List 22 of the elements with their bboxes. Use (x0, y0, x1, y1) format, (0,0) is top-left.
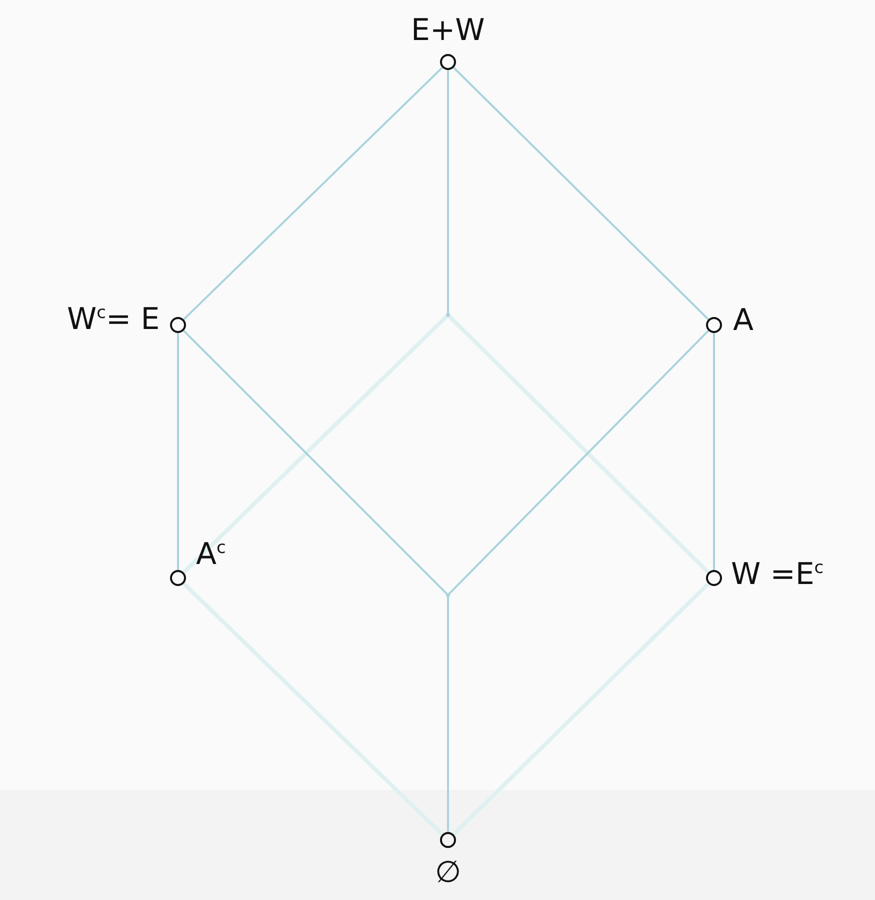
vertex-label: ∅ (435, 858, 462, 888)
vertex-circle (706, 317, 722, 333)
junction-point (446, 593, 450, 597)
vertex-label: A$^{c}$ (196, 540, 226, 570)
edge-line (447, 597, 449, 832)
edge-line (447, 70, 449, 313)
vertex-label: A (733, 306, 754, 336)
vertex-label: W =E$^{c}$ (731, 560, 824, 590)
edge-line (452, 66, 710, 320)
vertex-circle (440, 54, 456, 70)
vertex-label: W$^{c}$= E (67, 305, 160, 335)
vertex-circle (440, 832, 456, 848)
edge-line (182, 582, 444, 836)
vertex-circle (706, 570, 722, 586)
edge-line (713, 333, 715, 570)
edge-line (452, 582, 710, 836)
vertex-circle (170, 317, 186, 333)
vertex-circle (170, 570, 186, 586)
junction-point (446, 313, 450, 317)
edge-line (183, 66, 443, 320)
vertex-label: E+W (411, 16, 485, 46)
edge-line (177, 333, 179, 570)
